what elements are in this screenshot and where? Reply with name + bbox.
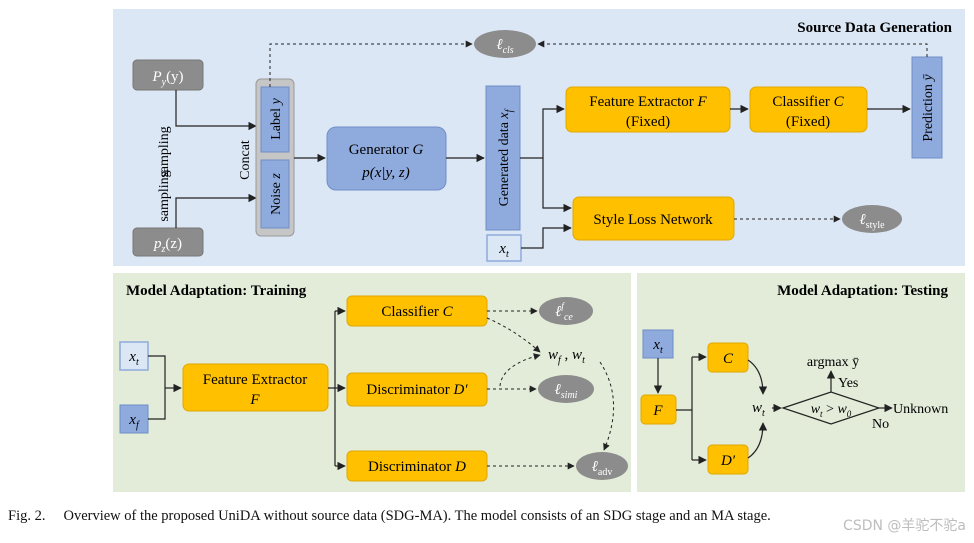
pz-box: [132, 227, 204, 257]
figure-caption-text: Overview of the proposed UniDA without s…: [63, 508, 771, 524]
test-wt-label: wt: [752, 400, 765, 419]
loss-adv-label: ℓadv: [592, 459, 613, 478]
loss-simi-label: ℓsimi: [555, 382, 578, 401]
sdg-feature-extractor-title: Feature Extractor F: [589, 94, 707, 110]
generated-data-box: [485, 85, 521, 231]
generated-data-text: Generated data xf: [497, 108, 515, 206]
decision-no-label: No: [872, 417, 889, 432]
noise-z-text: Noise z: [269, 173, 284, 215]
loss-simi-node: [538, 375, 594, 403]
figure-caption: Fig. 2. Overview of the proposed UniDA wi…: [8, 508, 968, 525]
loss-ce-label: ℓfce: [555, 301, 573, 323]
decision-condition: wt > w0: [811, 402, 852, 419]
sdg-classifier-fixed: (Fixed): [786, 114, 830, 130]
data-to-fe-arrow: [520, 104, 565, 159]
loss-adv-node: [576, 452, 628, 480]
test-dprime-box: [707, 444, 749, 475]
testing-panel-title: Model Adaptation: Testing: [777, 283, 948, 299]
watermark: CSDN @羊驼不驼a: [843, 518, 966, 534]
train-disc-prime-text: Discriminator D′: [366, 382, 468, 398]
training-panel-title: Model Adaptation: Training: [126, 283, 307, 299]
test-xt-label: xt: [652, 337, 663, 356]
style-loss-text: Style Loss Network: [593, 212, 713, 228]
xt-to-style-arrow: [521, 223, 572, 249]
sdg-xt-label: xt: [498, 241, 509, 260]
prediction-text: Prediction ȳ: [921, 74, 936, 142]
loss-style-node: [842, 205, 902, 233]
classifier-to-weights-arrow: [486, 317, 541, 353]
prediction-to-loss-cls-arrow: [537, 40, 928, 57]
prediction-box: [911, 56, 943, 159]
weights-label: wf , wt: [548, 347, 585, 366]
train-classifier-text: Classifier C: [381, 304, 453, 320]
figure-number: Fig. 2.: [8, 508, 46, 524]
sampling-label-top: sampling: [157, 126, 172, 177]
train-xt-box: [119, 341, 149, 371]
sdg-panel: [113, 9, 965, 266]
test-f-branch: [676, 357, 693, 460]
sampling-arrow-y: [175, 90, 257, 131]
label-to-loss-cls-arrow: [269, 40, 473, 87]
loss-cls-node: [474, 30, 536, 58]
train-xt-label: xt: [128, 349, 139, 368]
sampling-arrow-z: [175, 193, 257, 228]
concat-label: Concat: [238, 140, 253, 180]
decision-argmax: argmax ȳ: [807, 355, 859, 370]
loss-ce-node: [539, 297, 593, 325]
train-feature-extractor-var: F: [249, 392, 260, 408]
py-box: [132, 59, 204, 91]
weights-to-loss-adv-arrow: [599, 361, 614, 451]
testing-panel: [637, 273, 965, 492]
test-c-box: [707, 342, 749, 373]
label-y-box: [260, 86, 290, 153]
sdg-feature-extractor-fixed: (Fixed): [626, 114, 670, 130]
train-disc-text: Discriminator D: [368, 459, 466, 475]
test-dprime-label: D′: [720, 453, 736, 469]
test-xt-box: [642, 329, 674, 359]
label-y-text: Label y: [269, 97, 284, 139]
test-c-label: C: [723, 351, 734, 367]
sdg-panel-title: Source Data Generation: [797, 20, 952, 36]
generator-formula: p(x|y, z): [361, 165, 409, 181]
loss-cls-label: ℓcls: [496, 37, 513, 56]
test-c-to-wt-arrow: [747, 359, 768, 395]
generator-title: Generator G: [349, 142, 424, 158]
noise-z-box: [260, 159, 290, 229]
pz-label: pz(z): [153, 236, 182, 255]
train-feature-extractor-title: Feature Extractor: [203, 372, 308, 388]
sdg-xt-box: [486, 234, 522, 262]
train-xf-label: xf: [128, 412, 140, 431]
sdg-classifier-title: Classifier C: [772, 94, 844, 110]
loss-style-label: ℓstyle: [859, 212, 885, 231]
test-f-label: F: [652, 403, 663, 419]
py-label: Py(y): [151, 69, 183, 88]
data-to-style-arrow: [542, 158, 572, 213]
sampling-label-bottom: sampling: [157, 170, 172, 221]
decision-yes-label: Yes: [838, 376, 858, 391]
decision-unknown-label: Unknown: [893, 402, 948, 417]
test-dprime-to-wt-arrow: [747, 422, 768, 459]
